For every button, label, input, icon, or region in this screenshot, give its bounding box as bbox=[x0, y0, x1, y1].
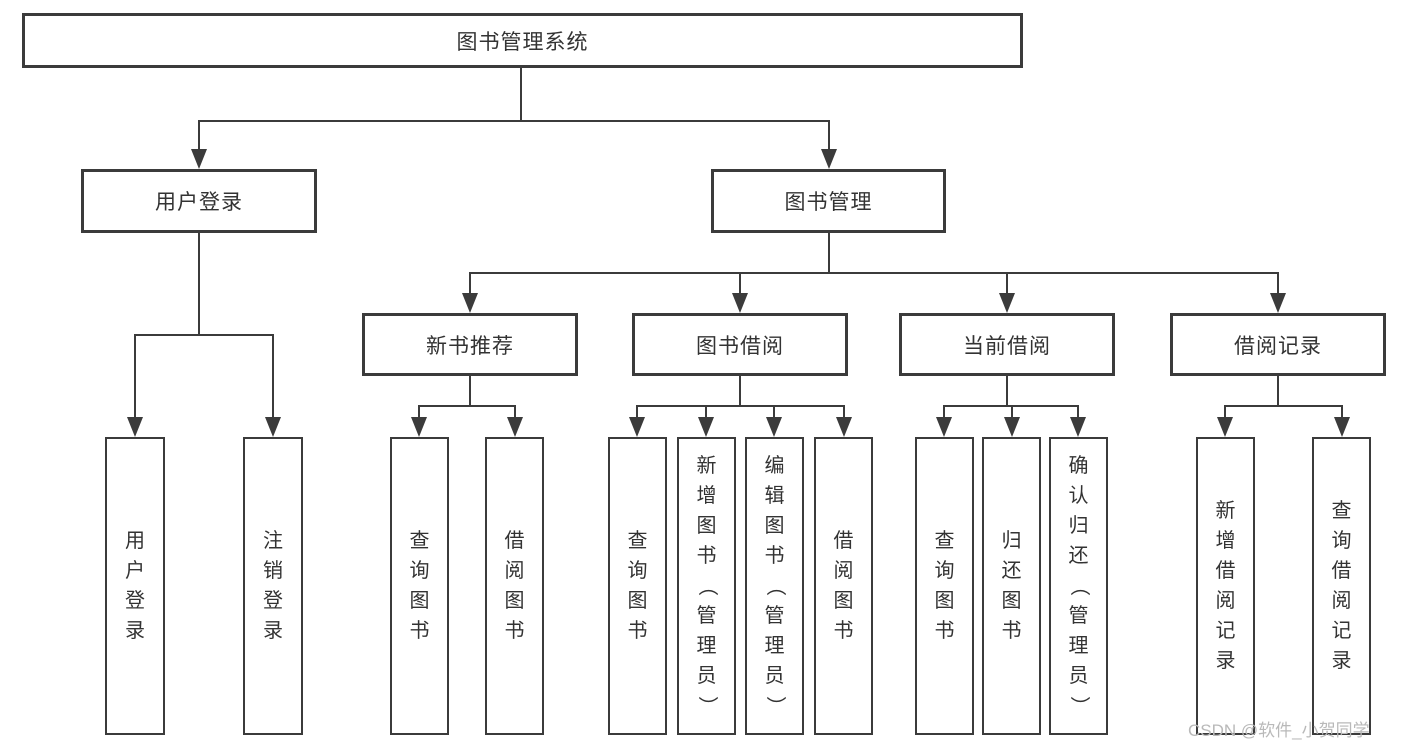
arrow-down-icon bbox=[936, 417, 952, 437]
arrow-down-icon bbox=[1004, 417, 1020, 437]
arrow-down-icon bbox=[265, 417, 281, 437]
connector-line bbox=[1006, 376, 1008, 407]
connector-line bbox=[739, 376, 741, 407]
arrow-down-icon bbox=[191, 149, 207, 169]
node-borrow-records-label: 借阅记录 bbox=[1234, 334, 1322, 358]
leaf-query-books-current: 查询图书 bbox=[915, 437, 974, 735]
node-new-book-recommend-label: 新书推荐 bbox=[426, 334, 514, 358]
connector-line bbox=[828, 120, 830, 150]
connector-line bbox=[198, 232, 200, 336]
arrow-down-icon bbox=[127, 417, 143, 437]
connector-line bbox=[514, 405, 516, 419]
arrow-down-icon bbox=[821, 149, 837, 169]
connector-line bbox=[1006, 272, 1008, 294]
connector-line bbox=[1224, 405, 1226, 419]
connector-line bbox=[469, 272, 1279, 274]
node-book-borrowing: 图书借阅 bbox=[632, 313, 848, 376]
arrow-down-icon bbox=[1270, 293, 1286, 313]
watermark: CSDN @软件_小贺同学 bbox=[1188, 721, 1370, 740]
leaf-add-borrow-record: 新增借阅记录 bbox=[1196, 437, 1255, 735]
arrow-down-icon bbox=[507, 417, 523, 437]
connector-line bbox=[198, 120, 200, 150]
connector-line bbox=[1224, 405, 1343, 407]
node-book-borrowing-label: 图书借阅 bbox=[696, 334, 784, 358]
leaf-confirm-return-admin: 确认归还（管理员） bbox=[1049, 437, 1108, 735]
node-root-library-system: 图书管理系统 bbox=[22, 13, 1023, 68]
node-borrow-records: 借阅记录 bbox=[1170, 313, 1386, 376]
connector-line bbox=[134, 334, 274, 336]
leaf-logout: 注销登录 bbox=[243, 437, 303, 735]
connector-line bbox=[739, 272, 741, 294]
connector-line bbox=[469, 376, 471, 407]
arrow-down-icon bbox=[629, 417, 645, 437]
arrow-down-icon bbox=[1070, 417, 1086, 437]
connector-line bbox=[636, 405, 845, 407]
leaf-add-books-admin: 新增图书（管理员） bbox=[677, 437, 736, 735]
arrow-down-icon bbox=[999, 293, 1015, 313]
arrow-down-icon bbox=[836, 417, 852, 437]
node-current-borrowing: 当前借阅 bbox=[899, 313, 1115, 376]
node-current-borrowing-label: 当前借阅 bbox=[963, 334, 1051, 358]
connector-line bbox=[843, 405, 845, 419]
connector-line bbox=[1277, 272, 1279, 294]
connector-line bbox=[1341, 405, 1343, 419]
connector-line bbox=[636, 405, 638, 419]
arrow-down-icon bbox=[732, 293, 748, 313]
connector-line bbox=[520, 68, 522, 122]
connector-line bbox=[828, 233, 830, 274]
node-root-label: 图书管理系统 bbox=[456, 30, 589, 54]
connector-line bbox=[272, 334, 274, 418]
connector-line bbox=[418, 405, 516, 407]
arrow-down-icon bbox=[766, 417, 782, 437]
leaf-borrow-books-borrowing: 借阅图书 bbox=[814, 437, 873, 735]
arrow-down-icon bbox=[411, 417, 427, 437]
connector-line bbox=[943, 405, 945, 419]
arrow-down-icon bbox=[698, 417, 714, 437]
connector-line bbox=[418, 405, 420, 419]
connector-line bbox=[1077, 405, 1079, 419]
connector-line bbox=[773, 405, 775, 419]
connector-line bbox=[469, 272, 471, 294]
arrow-down-icon bbox=[1217, 417, 1233, 437]
leaf-query-books-borrowing: 查询图书 bbox=[608, 437, 667, 735]
leaf-borrow-books-recommend: 借阅图书 bbox=[485, 437, 544, 735]
arrow-down-icon bbox=[462, 293, 478, 313]
node-book-management: 图书管理 bbox=[711, 169, 946, 233]
leaf-return-books: 归还图书 bbox=[982, 437, 1041, 735]
leaf-user-login: 用户登录 bbox=[105, 437, 165, 735]
connector-line bbox=[1277, 376, 1279, 407]
leaf-query-books-recommend: 查询图书 bbox=[390, 437, 449, 735]
connector-line bbox=[134, 334, 136, 418]
arrow-down-icon bbox=[1334, 417, 1350, 437]
node-user-login: 用户登录 bbox=[81, 169, 317, 233]
node-book-management-label: 图书管理 bbox=[784, 191, 873, 214]
node-user-login-label: 用户登录 bbox=[155, 191, 243, 214]
leaf-query-borrow-record: 查询借阅记录 bbox=[1312, 437, 1371, 735]
node-new-book-recommend: 新书推荐 bbox=[362, 313, 578, 376]
connector-line bbox=[705, 405, 707, 419]
connector-line bbox=[1011, 405, 1013, 419]
connector-line bbox=[198, 120, 830, 122]
leaf-edit-books-admin: 编辑图书（管理员） bbox=[745, 437, 804, 735]
